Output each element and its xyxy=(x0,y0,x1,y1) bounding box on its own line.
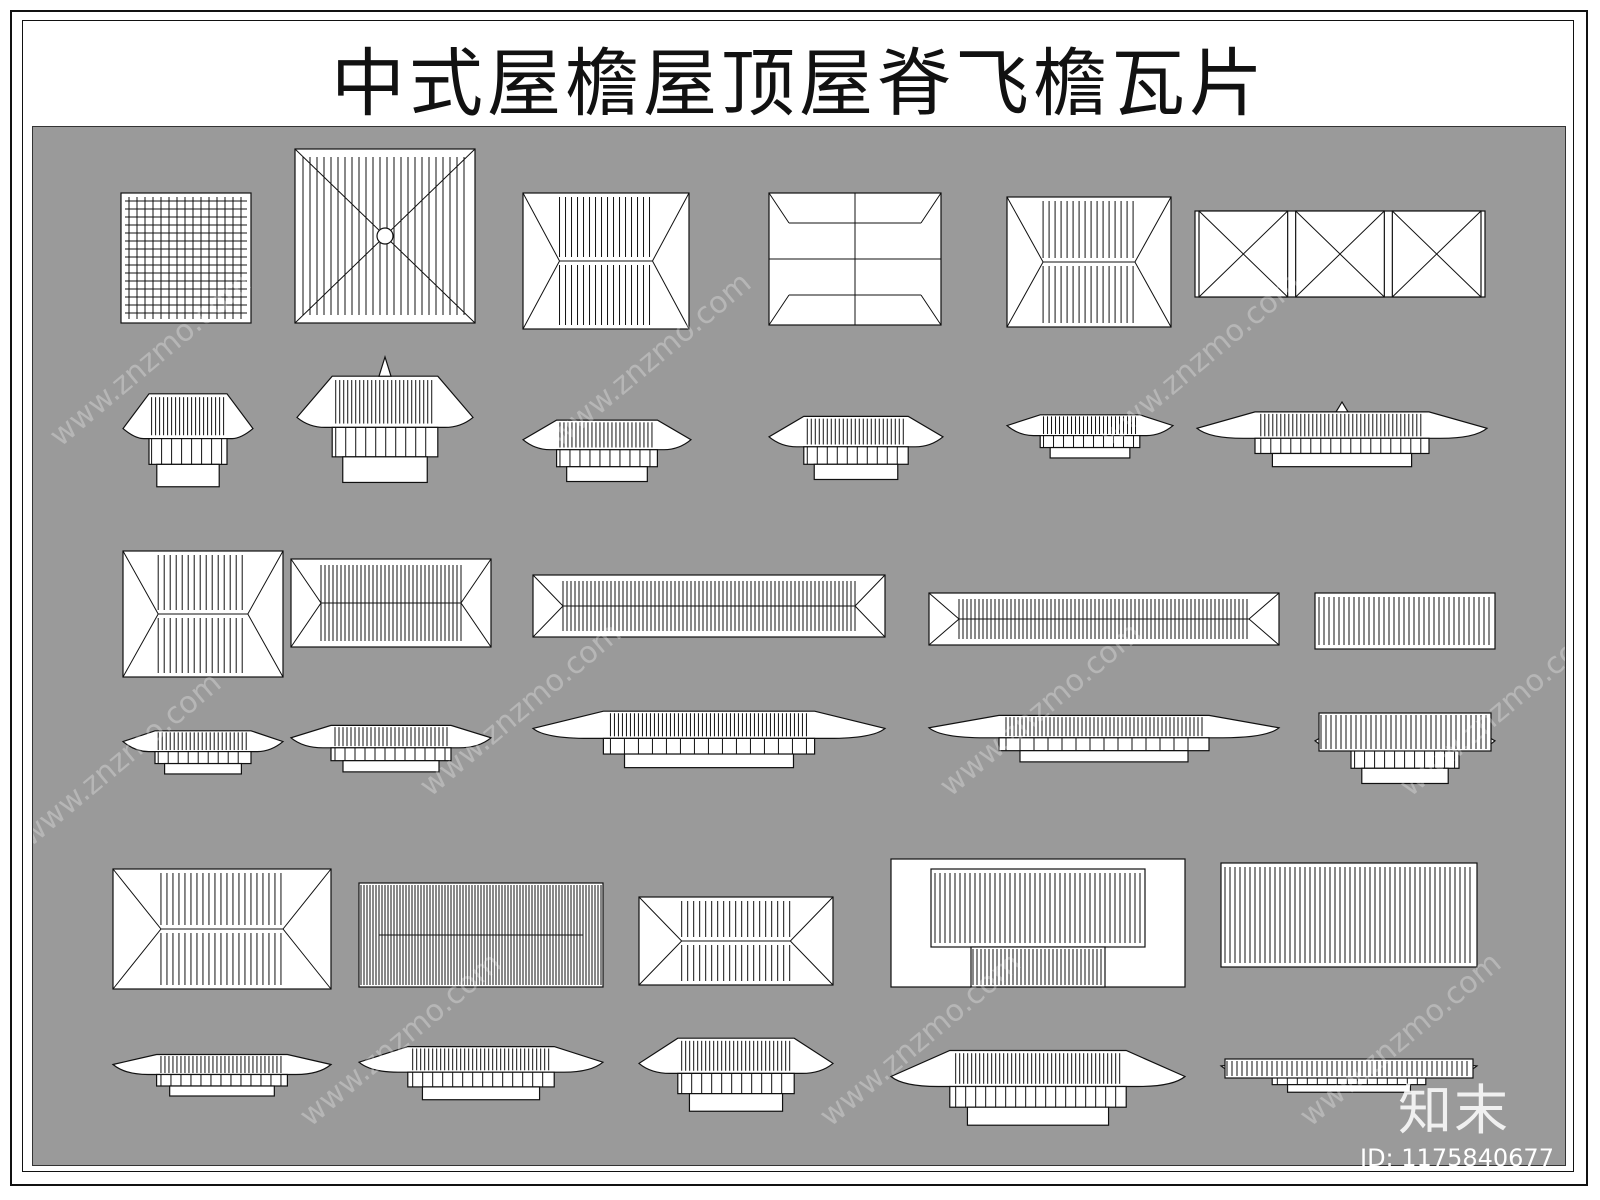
roof-plan-11 xyxy=(1314,592,1496,650)
roof-plan-12 xyxy=(112,868,332,990)
roof-elevation-6 xyxy=(1195,400,1489,468)
roof-plan-6 xyxy=(1194,210,1486,298)
roof-plan-16 xyxy=(1220,862,1478,968)
roof-plan-8 xyxy=(290,558,492,648)
roof-elevation-12 xyxy=(111,1053,333,1097)
roof-elevation-4 xyxy=(767,415,945,481)
roof-plan-7 xyxy=(122,550,284,678)
roof-elevation-11 xyxy=(1313,712,1497,785)
roof-elevation-3 xyxy=(521,419,693,483)
znzmo-logo: 知末 xyxy=(1398,1079,1510,1142)
roof-elevation-16 xyxy=(1219,1058,1479,1093)
roof-plan-4 xyxy=(768,192,942,326)
roof-elevation-10 xyxy=(927,714,1281,763)
drawing-canvas: www.znzmo.com www.znzmo.com www.znzmo.co… xyxy=(32,126,1566,1166)
roof-elevation-2 xyxy=(296,354,474,484)
page-title: 中式屋檐屋顶屋脊飞檐瓦片 xyxy=(331,40,1267,127)
roof-plan-5 xyxy=(1006,196,1172,328)
roof-plan-14 xyxy=(638,896,834,986)
roof-drawings xyxy=(111,148,1497,1126)
roof-elevation-8 xyxy=(289,724,493,773)
roof-elevation-1 xyxy=(122,393,254,488)
image-id-label: ID: 1175840677 xyxy=(1360,1144,1554,1172)
roof-elevation-14 xyxy=(637,1037,835,1112)
roof-elevation-7 xyxy=(121,730,285,775)
roof-plan-9 xyxy=(532,574,886,638)
roof-plan-15 xyxy=(890,858,1186,988)
roof-plan-3 xyxy=(522,192,690,330)
roof-elevation-5 xyxy=(1005,414,1175,459)
roof-plan-10 xyxy=(928,592,1280,646)
roof-elevation-13 xyxy=(357,1046,605,1101)
roof-plan-1 xyxy=(120,192,252,324)
roof-elevation-15 xyxy=(889,1049,1187,1126)
roof-plan-13 xyxy=(358,882,604,988)
roof-plan-2 xyxy=(294,148,476,324)
roof-elevation-9 xyxy=(531,710,887,769)
